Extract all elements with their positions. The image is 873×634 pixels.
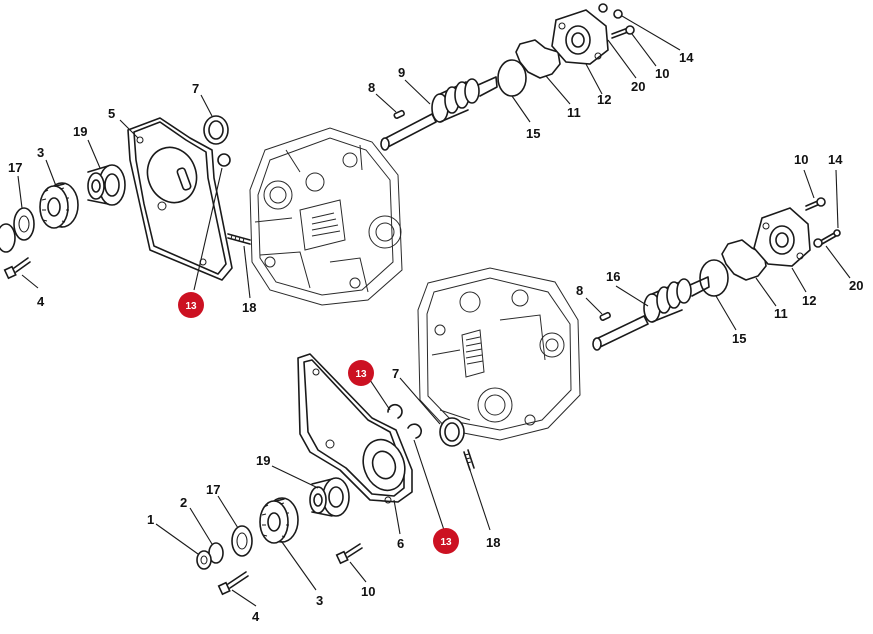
gasket-top [515,39,561,79]
label-12-top: 12 [597,92,611,107]
washer-top [13,207,35,241]
label-3-bottom: 3 [316,593,323,608]
stud-top [227,233,251,245]
bolt-bottom-center [335,543,363,565]
stud-bottom [463,449,475,471]
label-18-top: 18 [242,300,256,315]
label-9: 9 [398,65,405,80]
label-14-right: 14 [828,152,843,167]
washer-bolt-top-right [598,3,623,19]
part-labels: 5 7 19 3 17 4 18 8 9 15 11 12 20 10 14 1… [8,50,863,624]
label-4-bottom: 4 [252,609,260,624]
timing-cover-top [127,117,233,281]
o-ring-bottom [699,259,729,297]
bolt-top-left [3,257,31,280]
label-7-bottom: 7 [392,366,399,381]
callout-badge-text: 13 [355,369,367,380]
pump-housing-bottom [753,207,811,267]
oil-seal-top [203,115,229,145]
bolt-top-right [611,25,635,39]
washer-bolt-bottom-right [813,229,841,248]
drive-gear-bottom [259,497,299,544]
leader-lines [17,15,851,607]
circlip-bottom-upper [387,403,403,419]
engine-block-top [249,127,403,306]
label-11-right: 11 [774,306,788,321]
label-17-bottom: 17 [206,482,220,497]
oil-seal-bottom [439,417,465,447]
label-18-bottom: 18 [486,535,500,550]
callout-badge-circle [348,360,374,386]
timing-cover-bottom [297,353,413,503]
label-8-top: 8 [368,80,375,95]
callout-badge-circle [433,528,459,554]
label-12-right: 12 [802,293,816,308]
label-11-top: 11 [567,105,581,120]
bolt-bottom-right-upper [805,197,826,211]
label-3-top: 3 [37,145,44,160]
label-20-top: 20 [631,79,645,94]
circlip-bottom-lower [407,423,422,439]
circlip-top [217,153,231,167]
label-4-top: 4 [37,294,45,309]
callout-badge-13-middle: 13 [348,360,374,386]
label-8-right: 8 [576,283,583,298]
label-19-bottom: 19 [256,453,270,468]
label-10-right: 10 [794,152,808,167]
label-15-right: 15 [732,331,746,346]
label-16: 16 [606,269,620,284]
shaft-top [380,76,498,151]
engine-block-bottom [417,267,581,441]
callout-badge-text: 13 [440,537,452,548]
gasket-bottom [721,239,767,281]
label-1: 1 [147,512,154,527]
pulley-hub-top [87,164,126,206]
callout-badge-13-top: 13 [178,292,204,318]
label-19-top: 19 [73,124,87,139]
label-20-right: 20 [849,278,863,293]
label-10-top: 10 [655,66,669,81]
label-6: 6 [397,536,404,551]
label-7-top: 7 [192,81,199,96]
pulley-hub-bottom [309,477,350,517]
label-2: 2 [180,495,187,510]
nut-bottom [196,550,212,570]
label-15-top: 15 [526,126,540,141]
label-5: 5 [108,106,115,121]
callout-badge-circle [178,292,204,318]
shaft-bottom [592,276,710,351]
callout-badge-text: 13 [185,301,197,312]
drive-gear-top [39,182,79,229]
callout-badge-13-bottom: 13 [433,528,459,554]
label-17-top: 17 [8,160,22,175]
label-14-top: 14 [679,50,694,65]
bolt-bottom-left [217,571,249,596]
label-10-bottom: 10 [361,584,375,599]
pump-housing-top [551,9,609,65]
washer-bottom [231,525,253,557]
